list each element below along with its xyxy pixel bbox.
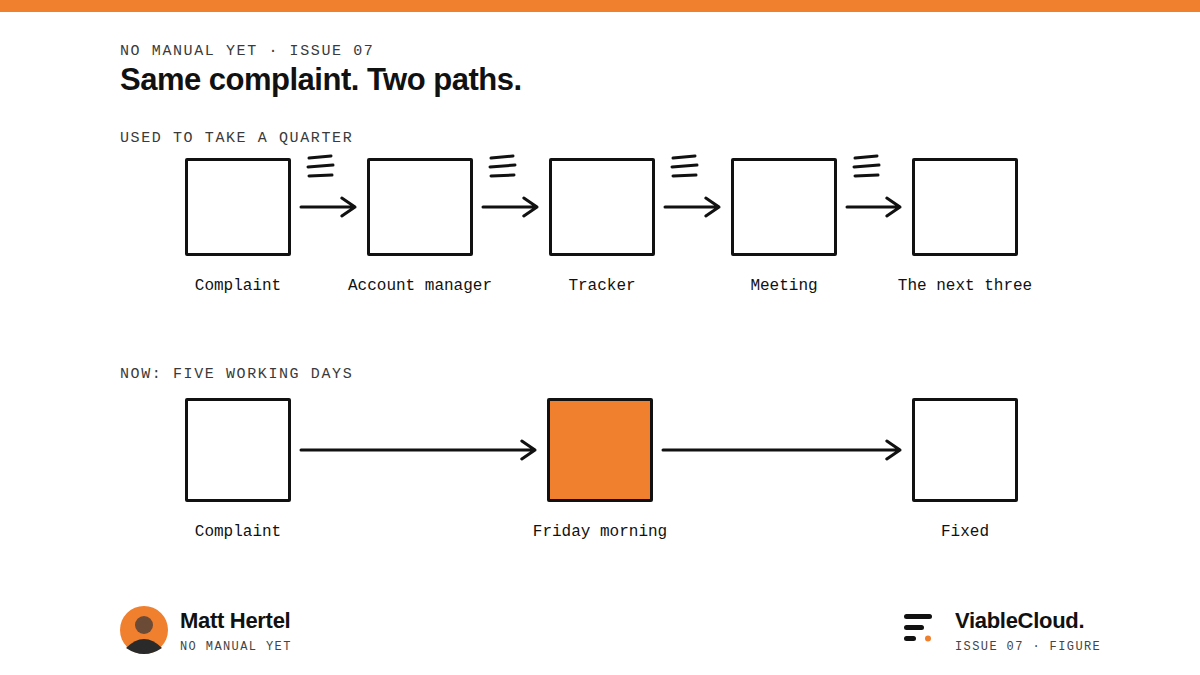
brand-name: ViableCloud.	[955, 608, 1084, 634]
flow-arrow	[663, 441, 900, 459]
author-avatar	[120, 606, 168, 654]
step-label: Account manager	[348, 277, 492, 295]
flow-arrow	[483, 198, 537, 216]
figure-tag: ISSUE 07 · FIGURE	[955, 640, 1101, 654]
section-label: NOW: FIVE WORKING DAYS	[120, 366, 353, 383]
step-label: Fixed	[941, 523, 989, 541]
top-bar	[0, 0, 1200, 12]
flow-arrow	[847, 198, 900, 216]
step-label: Meeting	[750, 277, 817, 295]
step-label: The next three	[898, 277, 1032, 295]
author-name: Matt Hertel	[180, 608, 290, 634]
process-box: The next three	[912, 158, 1018, 256]
process-box: Complaint	[185, 398, 291, 502]
process-box: Meeting	[731, 158, 837, 256]
process-box: Tracker	[549, 158, 655, 256]
step-label: Tracker	[568, 277, 635, 295]
step-label: Complaint	[195, 277, 281, 295]
issue-kicker: NO MANUAL YET · ISSUE 07	[120, 43, 374, 60]
flow-arrow	[301, 441, 535, 459]
step-label: Complaint	[195, 523, 281, 541]
process-box: Complaint	[185, 158, 291, 256]
process-box: Fixed	[912, 398, 1018, 502]
process-box: Account manager	[367, 158, 473, 256]
section-label: USED TO TAKE A QUARTER	[120, 130, 353, 147]
author-series: NO MANUAL YET	[180, 640, 292, 654]
flow-arrow	[301, 198, 355, 216]
process-box: Friday morning	[547, 398, 653, 502]
brand-logo	[904, 614, 932, 642]
flow-arrow	[665, 198, 719, 216]
figure-title: Same complaint. Two paths.	[120, 62, 522, 98]
step-label: Friday morning	[533, 523, 667, 541]
